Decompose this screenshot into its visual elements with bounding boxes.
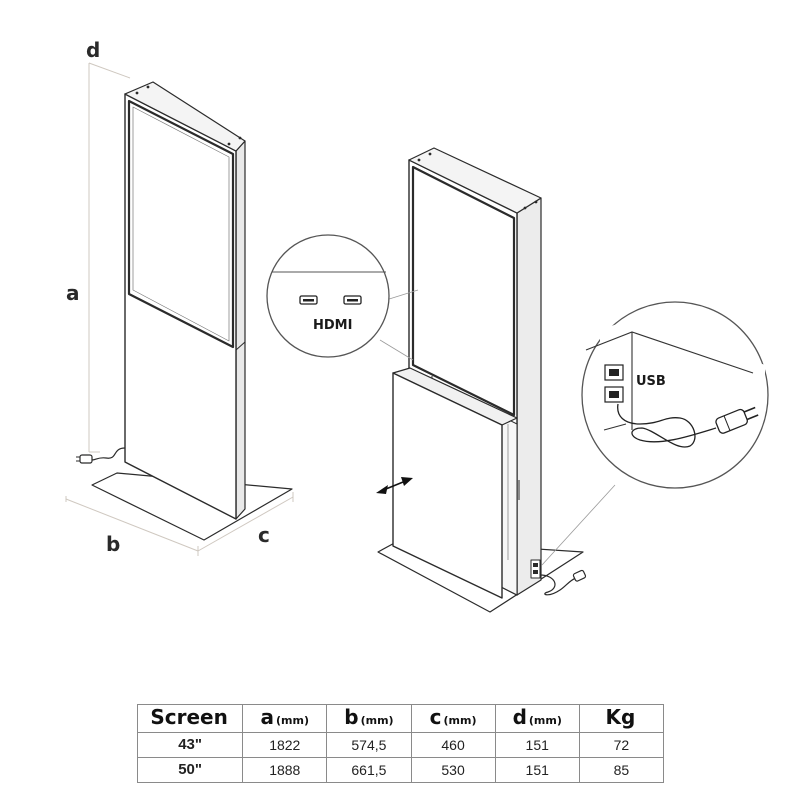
dimension-label-a: a bbox=[66, 281, 80, 305]
header-kg: Kg bbox=[578, 704, 665, 733]
cell-a: 1888 bbox=[242, 757, 328, 783]
header-screen: Screen bbox=[136, 704, 244, 733]
front-service-door-face bbox=[392, 372, 503, 599]
cell-kg: 72 bbox=[578, 732, 665, 758]
header-b: b(mm) bbox=[326, 704, 412, 733]
power-plug-icon-large bbox=[715, 406, 759, 434]
cell-a: 1822 bbox=[242, 732, 328, 758]
usb-label: USB bbox=[636, 374, 666, 389]
open-power-cable bbox=[539, 574, 577, 596]
table-row: 43" 1822 574,5 460 151 72 bbox=[136, 732, 665, 758]
side-port-block bbox=[530, 559, 541, 579]
cell-d: 151 bbox=[494, 732, 580, 758]
table-header-row: Screen a(mm) b(mm) c(mm) d(mm) Kg bbox=[136, 704, 665, 733]
cell-c: 460 bbox=[410, 732, 496, 758]
hdmi-port-icon bbox=[299, 295, 318, 305]
usb-port-icon bbox=[604, 364, 624, 381]
slide-direction-arrow-icon bbox=[376, 477, 413, 494]
usb-power-cable bbox=[617, 403, 717, 448]
header-d: d(mm) bbox=[494, 704, 580, 733]
power-plug-icon bbox=[79, 454, 93, 464]
cell-c: 530 bbox=[410, 757, 496, 783]
cell-d: 151 bbox=[494, 757, 580, 783]
header-a: a(mm) bbox=[242, 704, 328, 733]
open-column-top bbox=[408, 147, 542, 214]
open-display-screen bbox=[411, 165, 516, 417]
hdmi-port-icon-2 bbox=[343, 295, 362, 305]
kiosk-open-view bbox=[377, 147, 587, 613]
usb-port-icon-2 bbox=[604, 386, 624, 403]
column-side-face bbox=[235, 140, 246, 520]
cell-b: 661,5 bbox=[326, 757, 412, 783]
power-cable bbox=[91, 447, 126, 461]
open-column-side bbox=[516, 197, 542, 596]
open-power-plug-icon bbox=[572, 569, 587, 582]
dimension-label-c: c bbox=[258, 523, 270, 547]
cell-b: 574,5 bbox=[326, 732, 412, 758]
cell-screen: 50" bbox=[136, 757, 244, 783]
cell-screen: 43" bbox=[136, 732, 244, 758]
display-screen-inner bbox=[132, 106, 230, 342]
cell-kg: 85 bbox=[578, 757, 665, 783]
dimension-label-b: b bbox=[106, 532, 120, 556]
header-c: c(mm) bbox=[410, 704, 496, 733]
hdmi-callout: HDMI bbox=[266, 234, 419, 361]
usb-callout: USB bbox=[541, 301, 769, 566]
hdmi-label: HDMI bbox=[313, 318, 352, 333]
dimension-lines bbox=[65, 62, 294, 556]
kiosk-technical-drawing: d a b c bbox=[65, 38, 769, 613]
column-top-face bbox=[124, 81, 246, 152]
kiosk-front-view bbox=[76, 81, 293, 541]
table-row: 50" 1888 661,5 530 151 85 bbox=[136, 757, 665, 783]
spec-table: Screen a(mm) b(mm) c(mm) d(mm) Kg 43" 18… bbox=[136, 704, 665, 783]
dimension-label-d: d bbox=[86, 38, 100, 62]
display-screen bbox=[127, 99, 235, 349]
